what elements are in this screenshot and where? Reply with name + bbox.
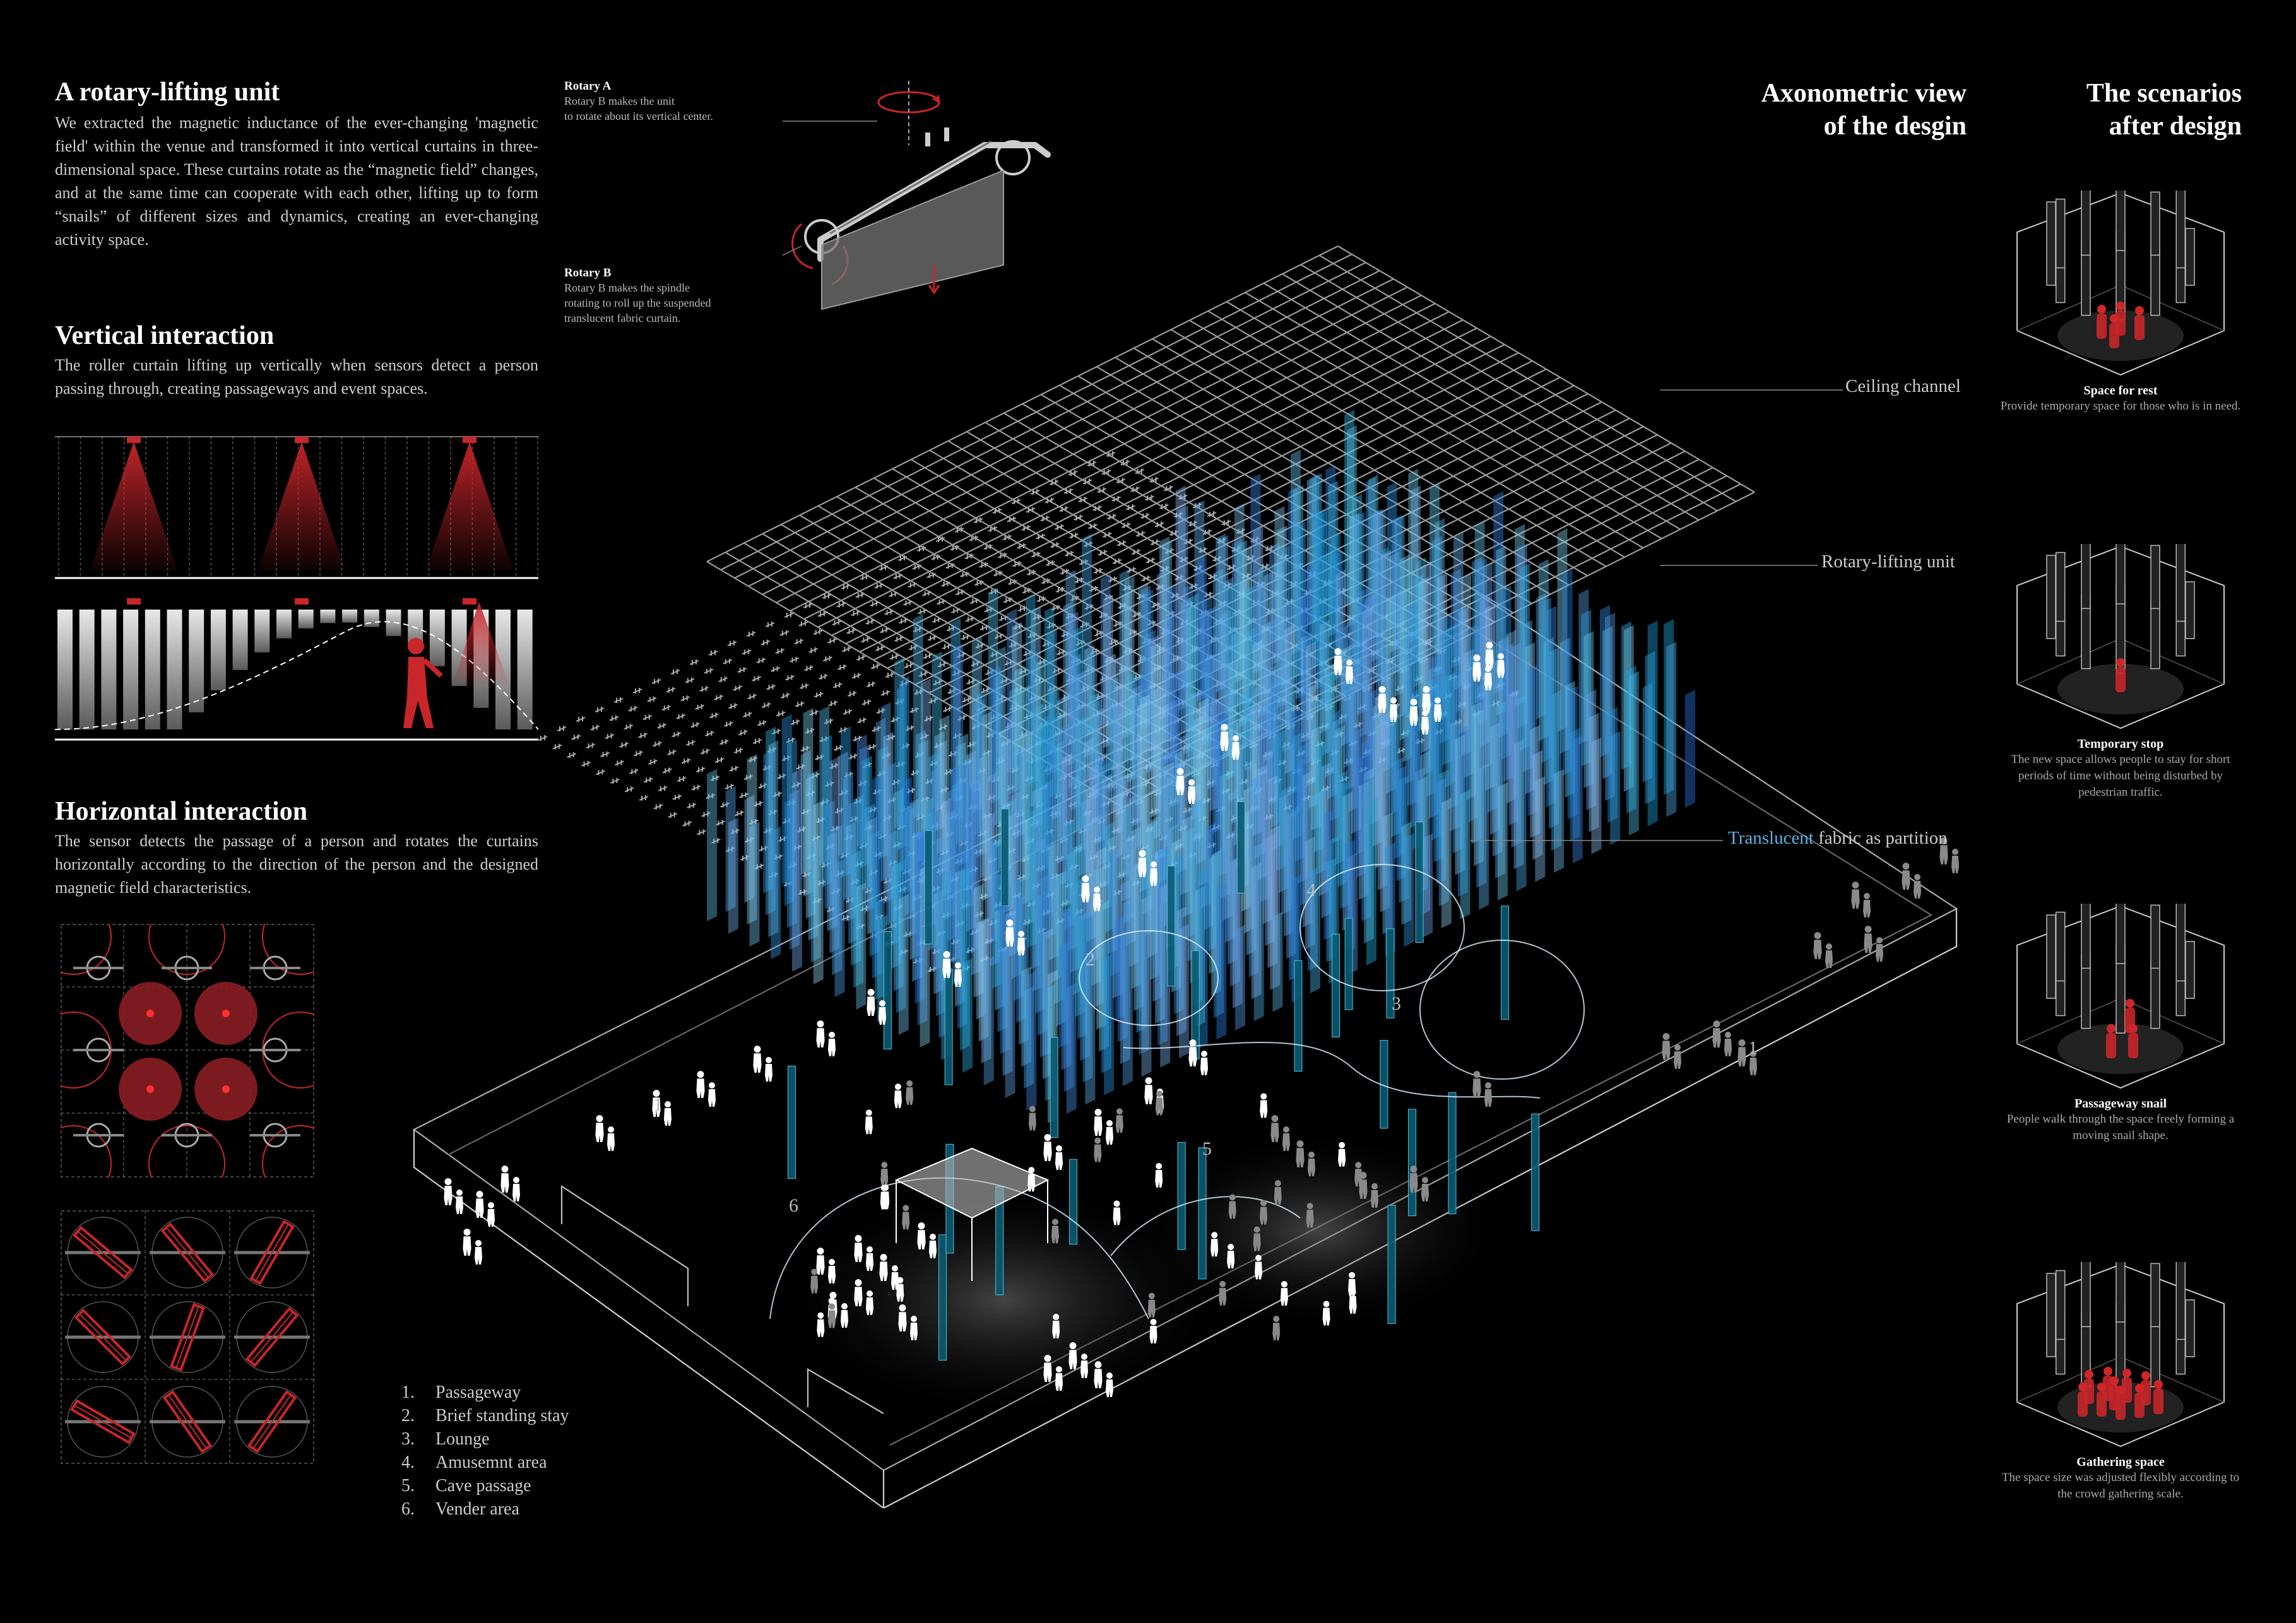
legend-label: Cave passage bbox=[435, 1476, 531, 1496]
legend-item: 5. Cave passage bbox=[401, 1474, 569, 1497]
legend-label: Amusemnt area bbox=[435, 1453, 547, 1472]
zone-marker-1: 1 bbox=[653, 1094, 663, 1115]
legend-item: 2. Brief standing stay bbox=[401, 1404, 569, 1427]
legend-item: 4. Amusemnt area bbox=[401, 1451, 569, 1474]
label-translucent-rest: fabric as partition bbox=[1813, 828, 1948, 848]
horizontal-rotation-grid bbox=[61, 1210, 314, 1464]
label-translucent-highlight: Translucent bbox=[1728, 828, 1814, 848]
zone-marker-5: 5 bbox=[1202, 1138, 1212, 1159]
callout-rotary-b-text3: translucent fabric curtain. bbox=[564, 312, 681, 324]
zone-marker-4: 4 bbox=[1306, 880, 1316, 900]
section-horizontal: Horizontal interaction The sensor detect… bbox=[55, 796, 538, 899]
axonometric-title-line2: of the desgin bbox=[1823, 112, 1967, 141]
callout-rotary-b-title: Rotary B bbox=[564, 266, 612, 280]
scenario-text: Provide temporary space for those who is… bbox=[2000, 399, 2241, 413]
label-ceiling-channel: Ceiling channel bbox=[1845, 376, 1961, 396]
legend-number: 5. bbox=[401, 1476, 415, 1496]
scenario-text: The space size was adjusted flexibly acc… bbox=[2001, 1471, 2240, 1501]
zone-numbers: 1 2 3 4 5 6 1 bbox=[653, 880, 1758, 1216]
rotary-unit-grid bbox=[538, 451, 1520, 981]
scenario-title: Temporary stop bbox=[2077, 737, 2164, 751]
scenario-title: Gathering space bbox=[2076, 1455, 2165, 1469]
scenario-illustration bbox=[2016, 191, 2225, 376]
legend-number: 3. bbox=[401, 1429, 415, 1449]
zone-marker-6: 6 bbox=[789, 1195, 798, 1216]
person-icon bbox=[403, 602, 509, 728]
legend-number: 4. bbox=[401, 1453, 415, 1472]
pedestrian-figures bbox=[444, 642, 1959, 1397]
sensor-beams bbox=[90, 437, 514, 572]
legend-label: Passageway bbox=[435, 1383, 521, 1402]
scenario-text: People walk through the space freely for… bbox=[2006, 1112, 2235, 1142]
section-vertical: Vertical interaction The roller curtain … bbox=[55, 321, 538, 400]
translucent-curtains bbox=[707, 410, 1695, 1361]
horizontal-field-grid bbox=[61, 924, 314, 1177]
legend-label: Vender area bbox=[435, 1499, 519, 1519]
section-vertical-text: The roller curtain lifting up vertically… bbox=[55, 356, 538, 398]
legend-label: Brief standing stay bbox=[435, 1406, 569, 1425]
scenario-title: Passageway snail bbox=[2074, 1097, 2167, 1111]
label-translucent-partition: Translucent fabric as partition bbox=[1728, 828, 1948, 849]
scenario-illustration bbox=[2016, 1262, 2225, 1448]
vertical-interaction-diagram bbox=[55, 436, 538, 741]
axonometric-title-line1: Axonometric view bbox=[1761, 79, 1967, 108]
legend-number: 1. bbox=[401, 1383, 415, 1402]
zone-legend: 1. Passageway 2. Brief standing stay 3. Loung… bbox=[401, 1381, 569, 1521]
axonometric-drawing: 1 2 3 4 5 6 1 bbox=[412, 245, 1959, 1508]
zone-marker-3: 3 bbox=[1392, 993, 1401, 1014]
section-vertical-title: Vertical interaction bbox=[55, 321, 275, 350]
section-rotary-title: A rotary-lifting unit bbox=[55, 78, 280, 107]
axonometric-title: Axonometric view of the desgin bbox=[1654, 77, 1967, 143]
callout-rotary-b: Rotary B Rotary B makes the spindle rota… bbox=[564, 266, 766, 326]
legend-item: 6. Vender area bbox=[401, 1497, 569, 1521]
zone-marker-2: 2 bbox=[1086, 949, 1095, 970]
legend-label: Lounge bbox=[435, 1429, 490, 1449]
vender-kiosk bbox=[894, 1147, 1050, 1281]
scenario-illustration bbox=[2016, 904, 2225, 1089]
scenario-title: Space for rest bbox=[2083, 384, 2158, 398]
label-rotary-lifting-unit: Rotary-lifting unit bbox=[1821, 552, 1955, 572]
scenario-text: The new space allows people to stay for … bbox=[2011, 753, 2230, 799]
legend-item: 1. Passageway bbox=[401, 1381, 569, 1404]
legend-number: 6. bbox=[401, 1499, 415, 1519]
callout-rotary-b-text1: Rotary B makes the spindle bbox=[564, 281, 690, 294]
scenarios-title-line1: The scenarios bbox=[2086, 79, 2242, 108]
callout-rotary-a-text1: Rotary B makes the unit bbox=[564, 95, 675, 107]
callout-rotary-b-text2: rotating to roll up the suspended bbox=[564, 297, 711, 309]
callout-rotary-a: Rotary A Rotary B makes the unit to rota… bbox=[564, 80, 766, 124]
scenarios-title: The scenarios after design bbox=[2020, 77, 2242, 143]
scenario-illustration bbox=[2016, 544, 2225, 729]
section-horizontal-text: The sensor detects the passage of a pers… bbox=[55, 832, 538, 897]
callout-rotary-a-title: Rotary A bbox=[564, 80, 612, 93]
unit-detail-drawing bbox=[783, 81, 1051, 310]
section-rotary-text: We extracted the magnetic inductance of … bbox=[55, 114, 538, 249]
section-horizontal-title: Horizontal interaction bbox=[55, 797, 308, 826]
zone-marker-1-right: 1 bbox=[1748, 1037, 1758, 1058]
section-rotary: A rotary-lifting unit We extracted the m… bbox=[55, 77, 538, 251]
scenarios-title-line2: after design bbox=[2109, 112, 2242, 141]
lifted-curtain-row bbox=[57, 610, 533, 729]
callout-rotary-a-text2: to rotate about its vertical center. bbox=[564, 110, 713, 122]
legend-item: 3. Lounge bbox=[401, 1427, 569, 1451]
legend-number: 2. bbox=[401, 1406, 415, 1425]
